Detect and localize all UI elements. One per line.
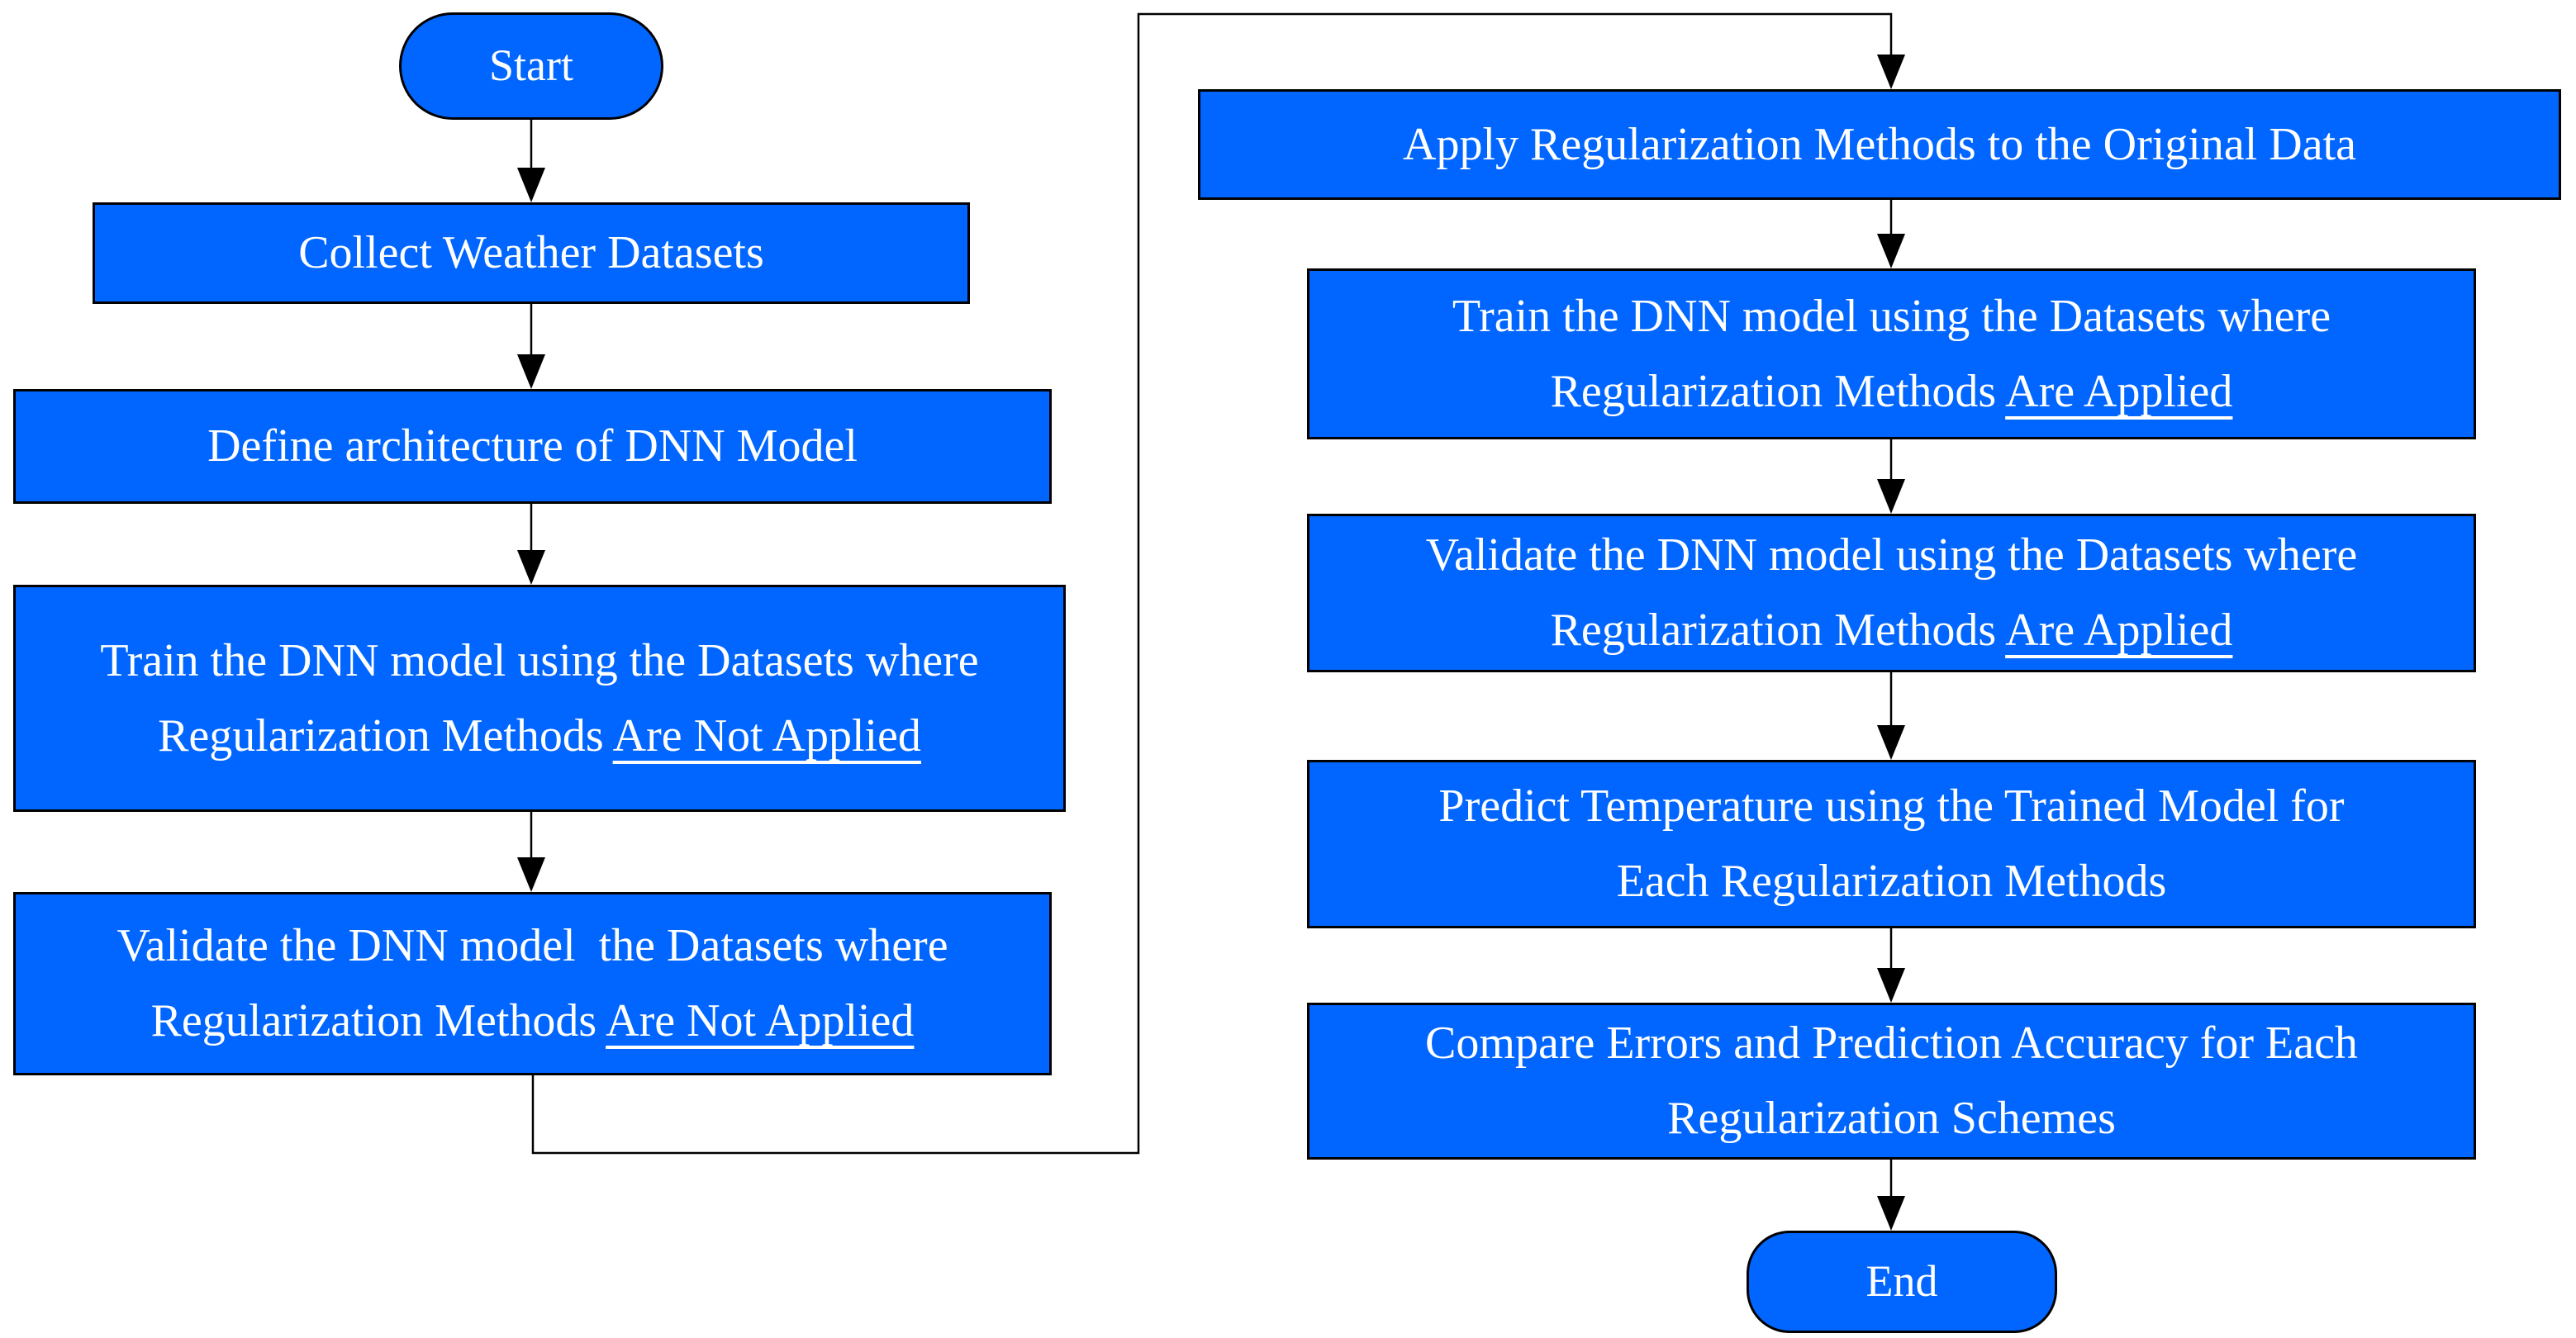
box-label-line2-text: Regularization Methods	[1550, 365, 2006, 417]
box-label-line2: Regularization Methods Are Applied	[1551, 354, 2233, 429]
box-validate-without-regularization: Validate the DNN model the Datasets wher…	[13, 892, 1052, 1075]
box-train-with-regularization: Train the DNN model using the Datasets w…	[1307, 268, 2476, 439]
arrowhead-train-reg-to-validate-reg	[1877, 479, 1905, 514]
box-label-line2: Regularization Schemes	[1667, 1093, 2116, 1144]
box-label-line1: Train the DNN model using the Datasets w…	[1452, 290, 2331, 342]
box-label-underlined-phrase: Are Not Applied	[612, 709, 921, 762]
box-collect-weather-datasets: Collect Weather Datasets	[93, 202, 970, 304]
box-label-line2: Regularization Methods Are Applied	[1551, 593, 2233, 668]
arrowhead-define-to-train	[517, 550, 545, 585]
box-label-line2-text: Regularization Methods	[150, 995, 606, 1046]
box-label-line2-text: Regularization Methods	[158, 709, 613, 762]
arrowhead-train-to-validate	[517, 857, 545, 892]
box-label-line1: Validate the DNN model using the Dataset…	[1425, 529, 2358, 581]
box-label-line2-text: Regularization Methods	[1550, 605, 2006, 656]
box-label-underlined-phrase: Are Applied	[2005, 365, 2233, 417]
box-label: Apply Regularization Methods to the Orig…	[1403, 118, 2356, 170]
box-label-line1: Compare Errors and Prediction Accuracy f…	[1425, 1018, 2358, 1070]
arrowhead-predict-to-compare	[1877, 968, 1905, 1003]
arrowhead-apply-to-train	[1877, 234, 1905, 268]
arrowhead-compare-to-end	[1877, 1196, 1905, 1231]
box-label-line2: Regularization Methods Are Not Applied	[158, 699, 921, 774]
start-label: Start	[489, 40, 573, 91]
box-predict-temperature: Predict Temperature using the Trained Mo…	[1307, 760, 2476, 928]
box-apply-regularization: Apply Regularization Methods to the Orig…	[1198, 89, 2561, 200]
box-define-dnn-architecture: Define architecture of DNN Model	[13, 389, 1052, 504]
box-label: Collect Weather Datasets	[298, 227, 764, 279]
arrowhead-validate-to-apply	[1877, 55, 1905, 89]
box-label-underlined-phrase: Are Applied	[2005, 605, 2233, 656]
box-label-line1: Validate the DNN model the Datasets wher…	[116, 920, 948, 972]
arrowhead-collect-to-define	[517, 354, 545, 389]
box-label-line2: Each Regularization Methods	[1616, 856, 2167, 907]
box-label: Define architecture of DNN Model	[207, 420, 858, 472]
start-node: Start	[399, 12, 663, 120]
box-train-without-regularization: Train the DNN model using the Datasets w…	[13, 585, 1066, 812]
end-label: End	[1865, 1256, 1938, 1307]
box-label-line1: Predict Temperature using the Trained Mo…	[1438, 780, 2345, 833]
box-label-line2: Regularization Methods Are Not Applied	[151, 984, 915, 1059]
end-node: End	[1747, 1231, 2057, 1333]
box-validate-with-regularization: Validate the DNN model using the Dataset…	[1307, 514, 2476, 672]
box-label-line1: Train the DNN model using the Datasets w…	[100, 634, 979, 686]
box-compare-errors: Compare Errors and Prediction Accuracy f…	[1307, 1003, 2476, 1160]
box-label-underlined-phrase: Are Not Applied	[606, 995, 915, 1046]
arrowhead-start-to-collect	[517, 168, 545, 202]
arrowhead-validate-reg-to-predict	[1877, 725, 1905, 760]
